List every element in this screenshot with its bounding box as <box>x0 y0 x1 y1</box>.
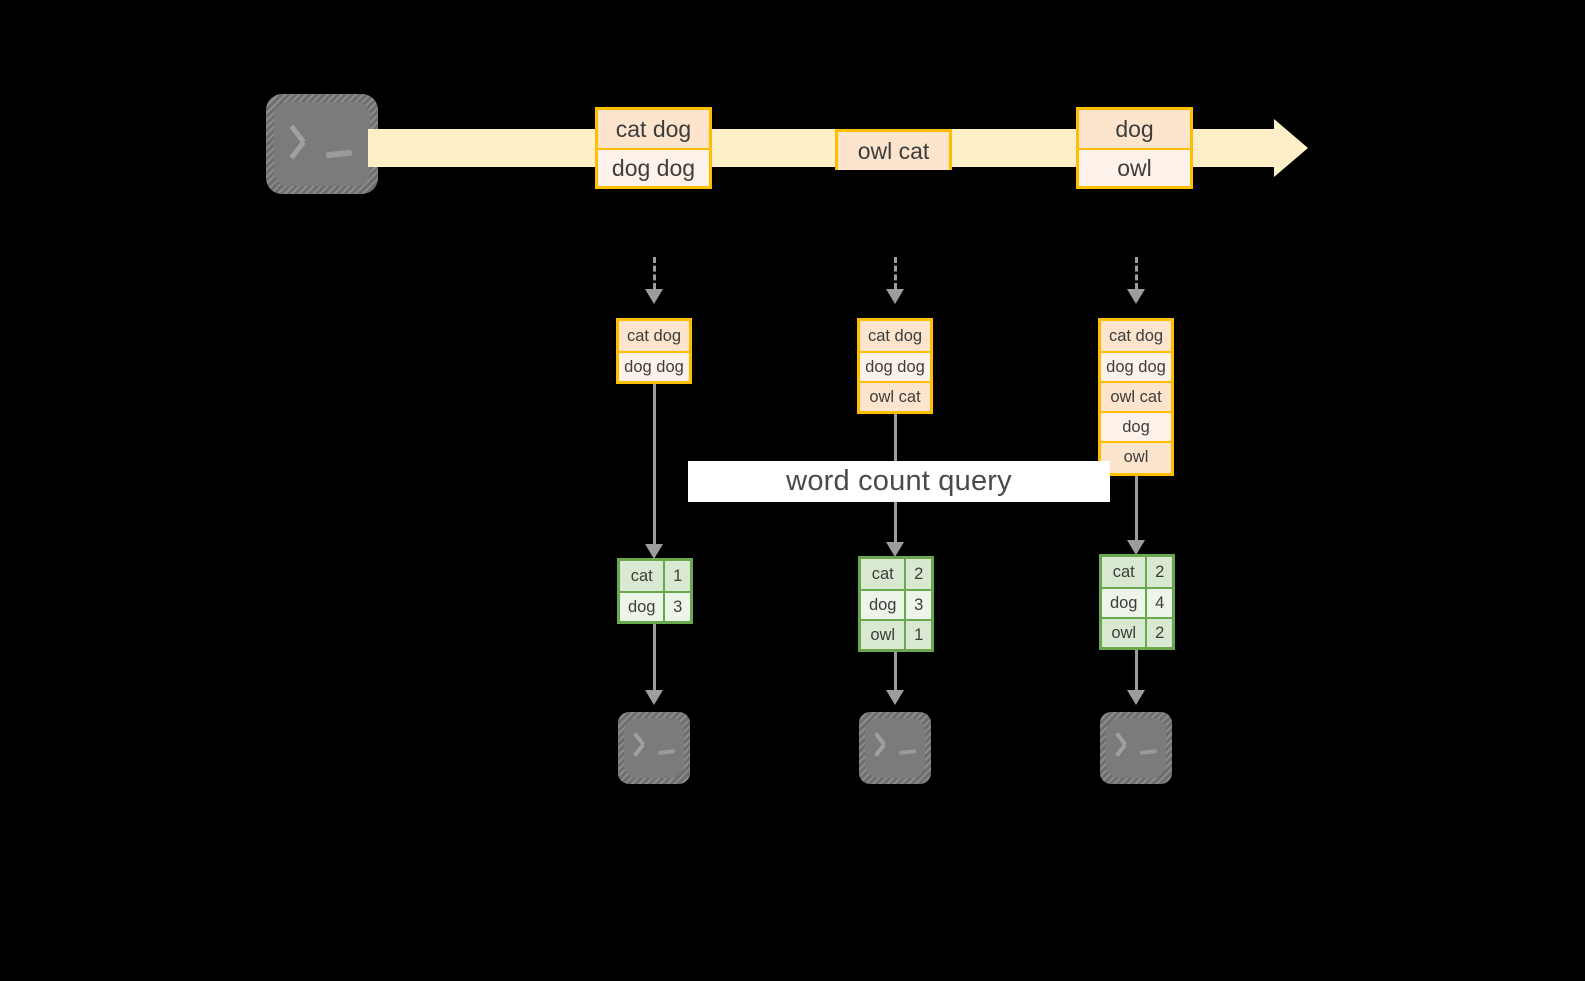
column-1-dashed-arrowhead <box>645 289 663 304</box>
column-2-buffer: cat dog dog dog owl cat <box>857 318 933 414</box>
stream-event-line: cat dog <box>598 110 709 148</box>
table-row: owl 1 <box>861 619 931 649</box>
column-2-sink-arrowhead <box>886 690 904 705</box>
table-row: owl 2 <box>1102 617 1172 647</box>
prompt-caret-icon-lower <box>874 743 886 757</box>
source-terminal-icon <box>266 94 378 194</box>
buffer-line: owl cat <box>860 381 930 411</box>
column-3-dashed-connector <box>1135 257 1138 289</box>
table-row: cat 2 <box>1102 557 1172 587</box>
table-row: cat 1 <box>620 561 690 591</box>
query-label-band: word count query <box>688 461 1110 502</box>
buffer-line: dog dog <box>619 351 689 381</box>
result-count: 2 <box>1145 557 1172 587</box>
result-word: owl <box>1102 619 1146 647</box>
buffer-line: cat dog <box>860 321 930 351</box>
result-count: 4 <box>1145 589 1172 617</box>
column-3-dashed-arrowhead <box>1127 289 1145 304</box>
column-1-dashed-connector <box>653 257 656 289</box>
result-count: 1 <box>663 561 690 591</box>
terminal-screen <box>865 718 925 778</box>
terminal-screen <box>274 102 370 186</box>
result-word: dog <box>620 593 664 621</box>
result-word: dog <box>861 591 905 619</box>
prompt-caret-icon-lower <box>289 140 306 160</box>
prompt-underscore-icon <box>657 749 676 755</box>
column-1-query-connector <box>653 384 656 544</box>
result-count: 1 <box>904 621 931 649</box>
prompt-caret-icon-lower <box>1115 743 1127 757</box>
buffer-line: cat dog <box>619 321 689 351</box>
buffer-line: owl <box>1101 441 1171 471</box>
column-2-result-table: cat 2 dog 3 owl 1 <box>858 556 934 652</box>
result-count: 2 <box>1145 619 1172 647</box>
column-1-buffer: cat dog dog dog <box>616 318 692 384</box>
table-row: dog 3 <box>861 589 931 619</box>
column-2-dashed-connector <box>894 257 897 289</box>
column-3-sink-arrowhead <box>1127 690 1145 705</box>
column-1-sink-arrowhead <box>645 690 663 705</box>
column-3-buffer: cat dog dog dog owl cat dog owl <box>1098 318 1174 476</box>
query-label: word count query <box>786 465 1012 497</box>
buffer-line: cat dog <box>1101 321 1171 351</box>
table-row: cat 2 <box>861 559 931 589</box>
stream-event-line: dog dog <box>598 148 709 186</box>
column-2-dashed-arrowhead <box>886 289 904 304</box>
result-count: 2 <box>904 559 931 589</box>
buffer-line: dog <box>1101 411 1171 441</box>
stream-event-line: owl cat <box>838 132 949 170</box>
prompt-caret-icon <box>289 124 306 144</box>
prompt-underscore-icon <box>898 749 917 755</box>
result-count: 3 <box>663 593 690 621</box>
prompt-underscore-icon <box>1139 749 1158 755</box>
stream-event-line: dog <box>1079 110 1190 148</box>
column-1-sink-terminal-icon <box>618 712 690 784</box>
column-1-query-arrowhead <box>645 544 663 559</box>
result-word: cat <box>1102 557 1146 587</box>
buffer-line: dog dog <box>860 351 930 381</box>
stream-event-group-1: cat dog dog dog <box>595 107 712 189</box>
stream-event-group-2: owl cat <box>835 129 952 170</box>
result-word: owl <box>861 621 905 649</box>
table-row: dog 4 <box>1102 587 1172 617</box>
result-word: dog <box>1102 589 1146 617</box>
column-2-sink-connector <box>894 652 897 690</box>
column-3-query-arrowhead <box>1127 540 1145 555</box>
result-count: 3 <box>904 591 931 619</box>
result-word: cat <box>861 559 905 589</box>
column-3-result-table: cat 2 dog 4 owl 2 <box>1099 554 1175 650</box>
column-1-result-table: cat 1 dog 3 <box>617 558 693 624</box>
terminal-screen <box>624 718 684 778</box>
table-row: dog 3 <box>620 591 690 621</box>
column-3-query-connector <box>1135 476 1138 540</box>
prompt-caret-icon-lower <box>633 743 645 757</box>
stream-event-group-3: dog owl <box>1076 107 1193 189</box>
buffer-line: owl cat <box>1101 381 1171 411</box>
column-1-sink-connector <box>653 624 656 690</box>
buffer-line: dog dog <box>1101 351 1171 381</box>
result-word: cat <box>620 561 664 591</box>
column-2-sink-terminal-icon <box>859 712 931 784</box>
column-3-sink-terminal-icon <box>1100 712 1172 784</box>
stream-event-line: owl <box>1079 148 1190 186</box>
column-2-query-arrowhead <box>886 542 904 557</box>
terminal-screen <box>1106 718 1166 778</box>
column-3-sink-connector <box>1135 650 1138 690</box>
prompt-underscore-icon <box>325 149 353 159</box>
stream-arrow-head <box>1274 119 1308 177</box>
